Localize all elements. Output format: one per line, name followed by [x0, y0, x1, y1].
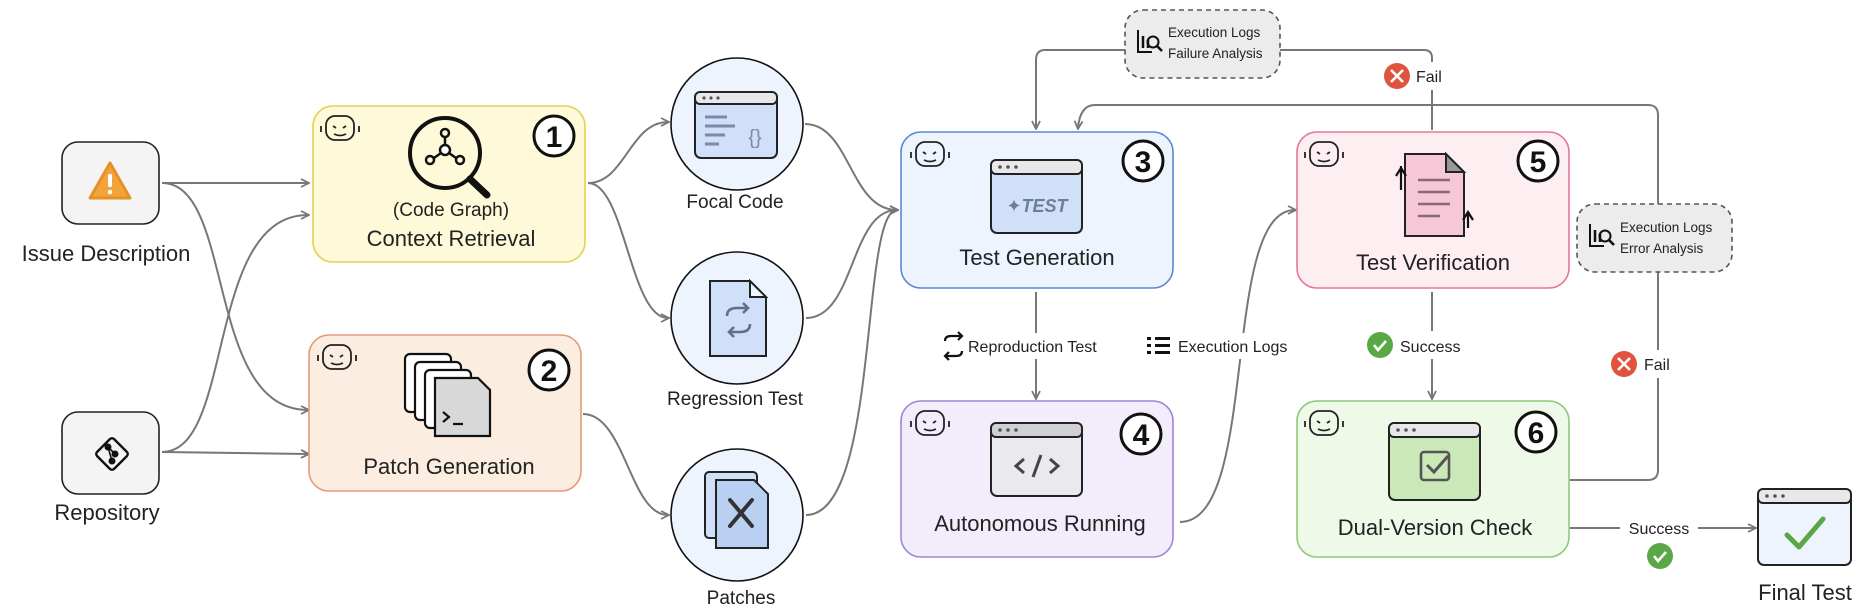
- failure-note-line2: Failure Analysis: [1168, 46, 1263, 61]
- svg-text:6: 6: [1528, 417, 1545, 450]
- success-check-icon: [1647, 543, 1673, 569]
- stage1-subtitle: (Code Graph): [393, 200, 509, 221]
- terminal-files-icon: [403, 352, 492, 438]
- repository-label: Repository: [54, 500, 159, 525]
- failure-note-line1: Execution Logs: [1168, 25, 1261, 40]
- success-final-label: Success: [1629, 521, 1689, 538]
- edge-label-fail-right: Fail: [1607, 350, 1683, 378]
- stage1-title: Context Retrieval: [367, 226, 536, 251]
- stage-test-generation: ✦TEST 3 Test Generation: [900, 131, 1174, 289]
- error-note-line1: Execution Logs: [1620, 220, 1713, 235]
- edge-label-fail-top: Fail: [1382, 62, 1450, 90]
- agent-icon: [910, 410, 950, 436]
- stage6-title: Dual-Version Check: [1338, 515, 1533, 540]
- repeat-icon: [943, 331, 964, 361]
- failure-analysis-note: Execution Logs Failure Analysis: [1124, 9, 1281, 79]
- step-number-badge: 4: [1119, 412, 1163, 456]
- error-note-line2: Error Analysis: [1620, 241, 1704, 256]
- focal-code-label: Focal Code: [686, 192, 783, 213]
- svg-text:2: 2: [541, 355, 558, 388]
- agent-icon: [1304, 410, 1344, 436]
- step-number-badge: 6: [1514, 410, 1558, 454]
- svg-text:3: 3: [1135, 146, 1152, 179]
- fail-right-label: Fail: [1644, 357, 1670, 374]
- stage2-title: Patch Generation: [363, 454, 534, 479]
- svg-text:4: 4: [1133, 419, 1150, 452]
- success-mid-label: Success: [1400, 339, 1460, 356]
- issue-node: Issue Description: [22, 141, 191, 266]
- success-check-icon: [1367, 332, 1393, 358]
- regression-test-label: Regression Test: [667, 389, 804, 410]
- issue-label: Issue Description: [22, 241, 191, 266]
- git-icon: [95, 437, 129, 471]
- final-test-label: Final Test: [1758, 580, 1852, 605]
- reproduction-label: Reproduction Test: [968, 339, 1097, 356]
- stage-autonomous-running: 4 Autonomous Running: [900, 400, 1174, 558]
- svg-text:5: 5: [1530, 146, 1547, 179]
- stage-dual-version-check: 6 Dual-Version Check: [1296, 400, 1570, 558]
- code-window-icon: [990, 422, 1083, 497]
- warning-icon: [88, 161, 132, 200]
- list-icon: [1147, 337, 1170, 354]
- agent-icon: [910, 141, 950, 167]
- focal-code-node: {} Focal Code: [670, 57, 804, 213]
- edge-label-reproduction: Reproduction Test: [936, 331, 1124, 361]
- patches-node: Patches: [670, 448, 804, 609]
- test-window-icon: ✦TEST: [990, 159, 1083, 234]
- refresh-document-icon: [709, 278, 769, 357]
- stage-patch-generation: 2 Patch Generation: [308, 334, 582, 492]
- agent-icon: [317, 344, 357, 370]
- svg-text:✦TEST: ✦TEST: [1006, 196, 1069, 216]
- svg-text:{}: {}: [748, 127, 762, 149]
- agent-icon: [1304, 141, 1344, 167]
- stage4-title: Autonomous Running: [934, 511, 1146, 536]
- log-search-icon: [1589, 224, 1615, 247]
- tools-document-icon: [704, 471, 769, 549]
- regression-test-node: Regression Test: [667, 251, 804, 410]
- code-graph-search-icon: [408, 116, 491, 199]
- error-analysis-note: Execution Logs Error Analysis: [1576, 203, 1733, 273]
- fail-top-label: Fail: [1416, 69, 1442, 86]
- edge-label-exec-logs: Execution Logs: [1143, 333, 1299, 359]
- step-number-badge: 2: [527, 348, 571, 392]
- svg-text:1: 1: [546, 121, 563, 154]
- stage-test-verification: 5 Test Verification: [1296, 131, 1570, 289]
- stage5-title: Test Verification: [1356, 250, 1510, 275]
- stage3-title: Test Generation: [959, 245, 1114, 270]
- check-window-icon: [1388, 422, 1481, 501]
- code-window-icon: {}: [694, 91, 778, 159]
- repository-node: Repository: [54, 411, 160, 525]
- verify-document-icon: [1395, 151, 1474, 237]
- final-test-node: Final Test: [1757, 488, 1852, 605]
- edge-label-success-final: Success: [1620, 516, 1698, 569]
- patches-label: Patches: [707, 588, 776, 609]
- step-number-badge: 1: [532, 114, 576, 158]
- exec-logs-label: Execution Logs: [1178, 339, 1287, 356]
- agent-icon: [320, 115, 360, 141]
- step-number-badge: 5: [1516, 139, 1560, 183]
- checkmark-icon: [1784, 516, 1826, 550]
- step-number-badge: 3: [1121, 139, 1165, 183]
- edge-label-success-mid: Success: [1366, 331, 1476, 359]
- log-search-icon: [1137, 30, 1163, 53]
- stage-context-retrieval: 1 (Code Graph) Context Retrieval: [312, 105, 586, 263]
